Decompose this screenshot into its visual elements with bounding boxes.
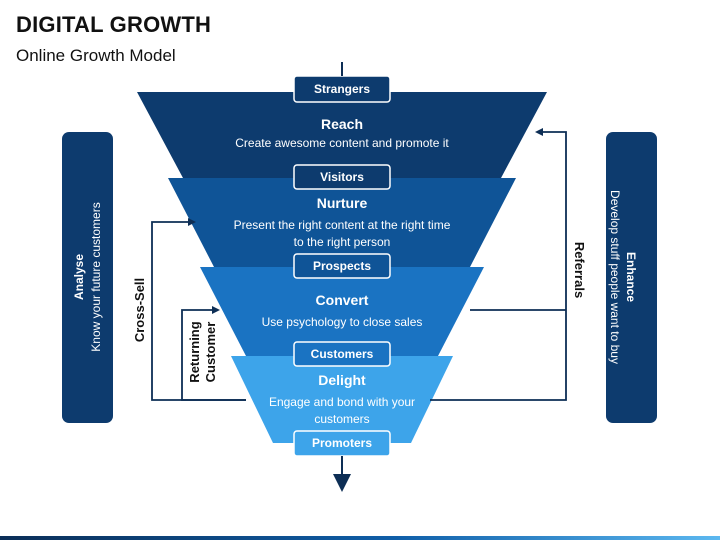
funnel-stage-reach	[137, 92, 547, 178]
bottom-arrow-icon	[333, 474, 351, 492]
tag-visitors	[293, 164, 391, 190]
tag-visitors-label: Visitors	[320, 170, 364, 184]
bottom-accent-bar	[0, 536, 720, 540]
page-title: DIGITAL GROWTH	[16, 12, 212, 37]
enhance-body: Develop stuff people want to buy	[608, 190, 622, 364]
stage-name-convert: Convert	[316, 292, 369, 308]
tag-prospects	[293, 253, 391, 279]
enhance-panel	[606, 132, 657, 423]
tag-customers-label: Customers	[311, 347, 374, 361]
funnel-stage-convert	[200, 267, 484, 356]
analyse-body: Know your future customers	[89, 202, 103, 351]
analyse-panel	[62, 132, 113, 423]
tag-customers	[293, 341, 391, 367]
referrals-label: Referrals	[572, 242, 587, 298]
stage-desc-reach: Create awesome content and promote it	[235, 136, 449, 150]
funnel-stage-delight	[231, 356, 453, 443]
cross-sell-label: Cross-Sell	[132, 278, 147, 342]
stage-desc-nurture-line1: Present the right content at the right t…	[234, 218, 451, 232]
referrals-arrow	[430, 128, 567, 401]
page-subtitle: Online Growth Model	[16, 46, 176, 65]
returning-customer-label-line1: Returning	[187, 321, 202, 382]
stage-desc-convert: Use psychology to close sales	[262, 315, 423, 329]
stage-desc-delight-line1: Engage and bond with your	[269, 395, 415, 409]
tag-prospects-label: Prospects	[313, 259, 371, 273]
tag-promoters-label: Promoters	[312, 436, 372, 450]
analyse-title: Analyse	[72, 254, 86, 300]
returning-customer-arrow	[181, 306, 246, 401]
returning-customer-label-line2: Customer	[203, 322, 218, 383]
enhance-title: Enhance	[624, 252, 638, 302]
stage-desc-nurture-line2: to the right person	[294, 235, 391, 249]
tag-strangers-label: Strangers	[314, 82, 370, 96]
stage-name-delight: Delight	[318, 372, 366, 388]
funnel-stage-nurture	[168, 178, 516, 267]
stage-desc-delight-line2: customers	[314, 412, 369, 426]
stage-name-nurture: Nurture	[317, 195, 368, 211]
stage-name-reach: Reach	[321, 116, 363, 132]
